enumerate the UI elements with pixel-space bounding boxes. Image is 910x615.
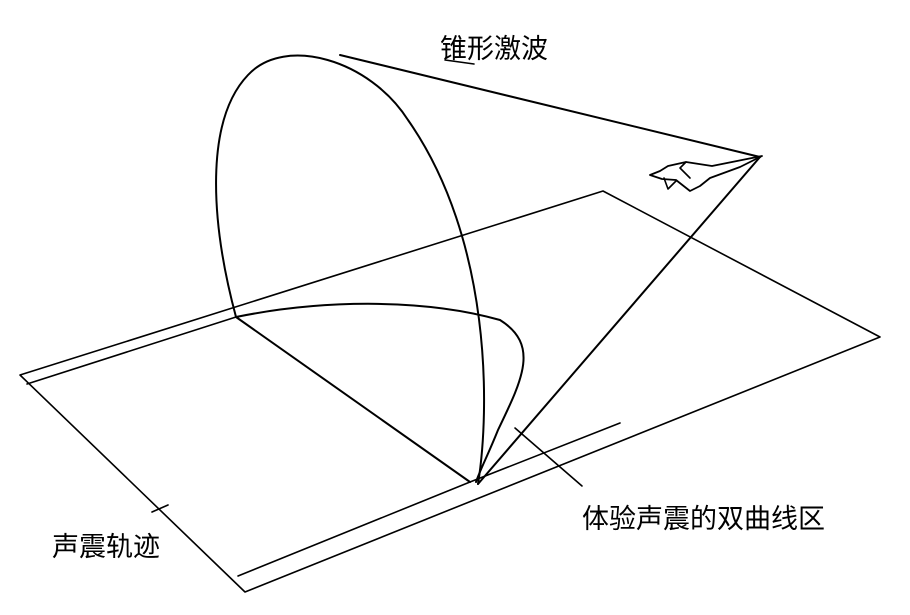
boom-track-line <box>235 316 621 483</box>
aircraft-icon <box>649 155 763 192</box>
hyperbolic-zone-curve <box>235 302 525 483</box>
cone-shock-label: 锥形激波 <box>440 34 548 65</box>
ground-plane <box>19 190 881 593</box>
boom-track-label: 声震轨迹 <box>52 532 160 563</box>
cone-shock-wave <box>215 54 761 485</box>
leader-lines <box>151 59 583 513</box>
hyperbolic-zone-label: 体验声震的双曲线区 <box>582 504 825 535</box>
